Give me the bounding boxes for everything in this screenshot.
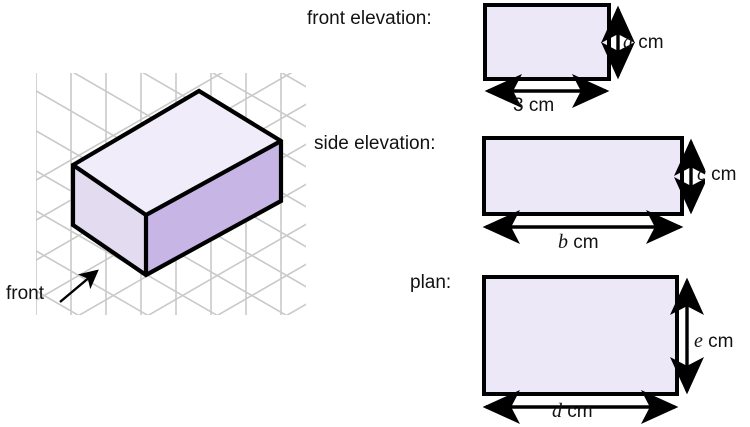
plan-height-unit: cm: [702, 331, 734, 352]
plan-label: plan:: [410, 272, 452, 293]
plan-height-label: e cm: [694, 330, 734, 353]
front-pointer-arrow-icon: [59, 269, 99, 303]
plan-width-variable: d: [552, 400, 562, 422]
side-elevation-rectangle: [482, 136, 684, 216]
side-elevation-label: side elevation:: [314, 133, 436, 154]
side-elevation-height-unit: cm: [705, 164, 737, 185]
side-elevation-width-unit: cm: [568, 232, 599, 253]
plan-diagram: [482, 275, 704, 424]
side-elevation-width-variable: b: [558, 231, 568, 253]
side-elevation-height-label: c cm: [697, 163, 737, 186]
front-elevation-height-label: a cm: [623, 31, 664, 54]
front-elevation-diagram: [483, 3, 635, 108]
front-elevation-height-unit: cm: [633, 32, 664, 53]
side-elevation-height-variable: c: [697, 163, 706, 185]
front-elevation-width-label: 3 cm: [513, 95, 555, 116]
isometric-drawing: [36, 73, 306, 315]
front-label: front: [6, 283, 45, 304]
plan-rectangle: [482, 275, 679, 396]
plan-width-unit: cm: [562, 401, 593, 422]
cuboid-top-face: [73, 91, 281, 215]
side-elevation-width-label: b cm: [558, 231, 599, 254]
side-elevation-diagram: [482, 136, 705, 244]
plan-width-label: d cm: [552, 400, 593, 423]
cuboid-front-left-face: [73, 165, 146, 275]
cuboid-edges: [70, 88, 284, 278]
front-elevation-rectangle: [483, 3, 611, 81]
front-elevation-height-variable: a: [623, 31, 633, 53]
cuboid-right-face: [146, 141, 281, 275]
front-elevation-label: front elevation:: [307, 8, 432, 29]
plan-height-variable: e: [694, 330, 703, 352]
